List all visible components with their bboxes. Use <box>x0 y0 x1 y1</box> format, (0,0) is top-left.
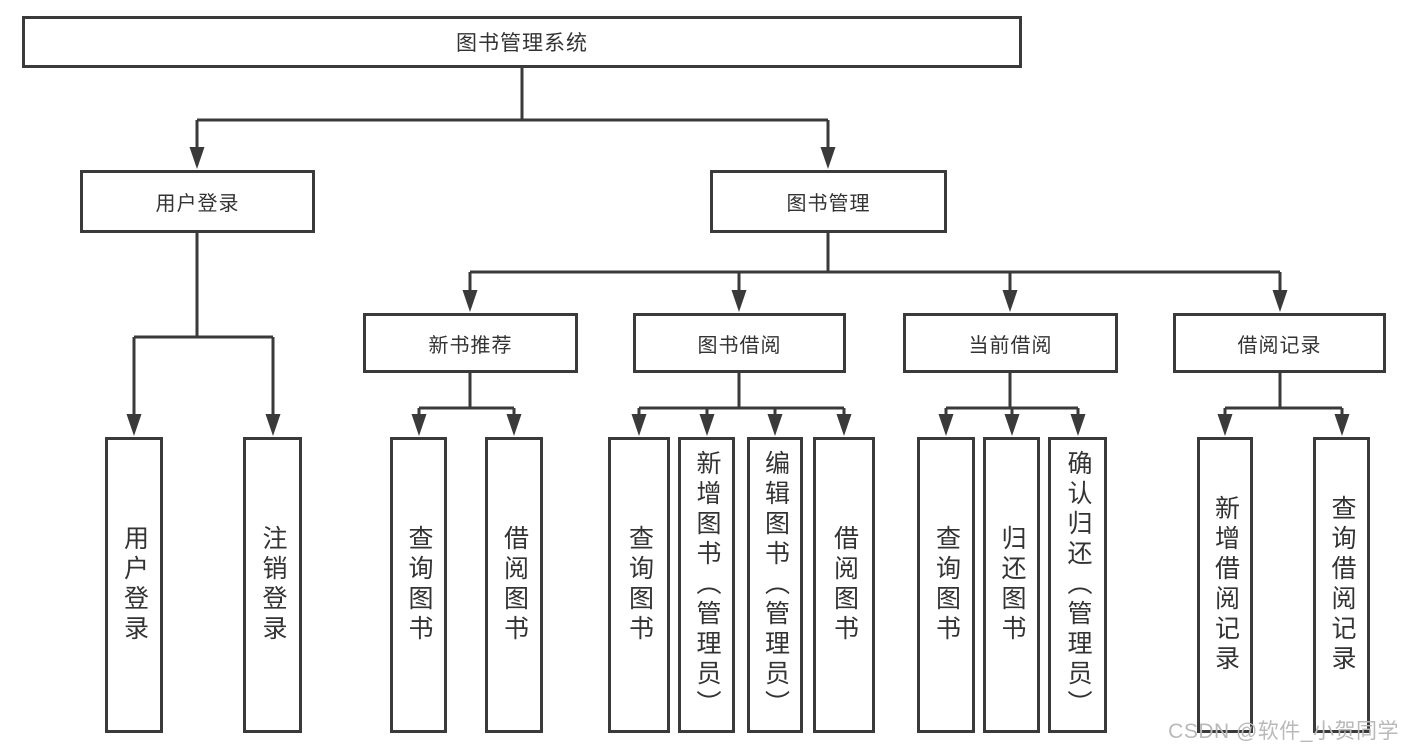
node-label: 查询图书 <box>932 525 961 645</box>
node-label: 新书推荐 <box>428 334 513 357</box>
arrow-down-icon <box>411 414 427 436</box>
watermark: CSDN @软件_小贺同学 <box>1168 720 1399 743</box>
node-new-book-recommendation: 新书推荐 <box>363 313 578 373</box>
leaf-edit-book-admin: 编辑图书（管理员） <box>747 437 803 733</box>
arrow-down-icon <box>767 414 783 436</box>
arrow-down-icon <box>836 414 852 436</box>
arrow-down-icon <box>462 290 478 312</box>
leaf-return-book: 归还图书 <box>983 437 1040 733</box>
arrow-down-icon <box>126 414 142 436</box>
node-label: 编辑图书（管理员） <box>761 450 790 720</box>
leaf-user-login: 用户登录 <box>105 437 163 733</box>
arrow-down-icon <box>820 147 836 169</box>
node-user-login: 用户登录 <box>80 170 315 233</box>
arrow-down-icon <box>1334 414 1350 436</box>
arrow-down-icon <box>265 414 281 436</box>
arrow-down-icon <box>938 414 954 436</box>
leaf-borrow-book-recommend: 借阅图书 <box>485 437 543 733</box>
arrow-down-icon <box>631 414 647 436</box>
node-label: 图书管理 <box>786 193 871 215</box>
node-current-borrowing: 当前借阅 <box>903 313 1118 373</box>
connector-paths <box>132 68 1344 419</box>
node-label: 查询图书 <box>405 525 433 645</box>
node-label: 查询借阅记录 <box>1328 495 1356 675</box>
arrow-down-icon <box>1004 414 1020 436</box>
arrow-down-icon <box>1002 290 1018 312</box>
arrow-down-icon <box>1272 290 1288 312</box>
node-label: 借阅图书 <box>500 525 529 645</box>
node-book-management: 图书管理 <box>710 170 947 233</box>
leaf-query-books-recommend: 查询图书 <box>390 437 447 733</box>
arrow-down-icon <box>699 414 715 436</box>
arrow-down-icon <box>1070 414 1086 436</box>
arrowhead-icons <box>126 147 1350 436</box>
arrow-down-icon <box>506 414 522 436</box>
leaf-query-books-current: 查询图书 <box>917 437 975 733</box>
node-label: 图书管理系统 <box>456 32 588 55</box>
leaf-add-book-admin: 新增图书（管理员） <box>678 437 735 733</box>
leaf-add-borrow-record: 新增借阅记录 <box>1197 437 1253 733</box>
arrow-down-icon <box>189 147 205 169</box>
node-label: 确认归还（管理员） <box>1064 450 1092 720</box>
leaf-logout: 注销登录 <box>243 437 302 733</box>
leaf-confirm-return-admin: 确认归还（管理员） <box>1048 437 1107 733</box>
node-label: 新增图书（管理员） <box>693 450 721 720</box>
node-book-borrowing: 图书借阅 <box>633 313 846 373</box>
node-label: 图书借阅 <box>697 334 782 357</box>
node-label: 注销登录 <box>259 525 287 645</box>
leaf-query-borrow-record: 查询借阅记录 <box>1313 437 1370 733</box>
node-label: 新增借阅记录 <box>1211 495 1240 675</box>
leaf-query-books-borrow: 查询图书 <box>608 437 670 733</box>
leaf-borrow-book: 借阅图书 <box>813 437 875 733</box>
node-label: 当前借阅 <box>968 334 1053 357</box>
node-label: 用户登录 <box>120 525 149 645</box>
arrow-down-icon <box>731 290 747 312</box>
node-borrowing-records: 借阅记录 <box>1173 313 1386 373</box>
node-label: 借阅记录 <box>1237 334 1322 357</box>
node-label: 用户登录 <box>155 193 240 215</box>
node-library-management-system: 图书管理系统 <box>22 16 1022 68</box>
node-label: 归还图书 <box>998 525 1026 645</box>
node-label: 查询图书 <box>625 525 654 645</box>
arrow-down-icon <box>1217 414 1233 436</box>
node-label: 借阅图书 <box>830 525 859 645</box>
